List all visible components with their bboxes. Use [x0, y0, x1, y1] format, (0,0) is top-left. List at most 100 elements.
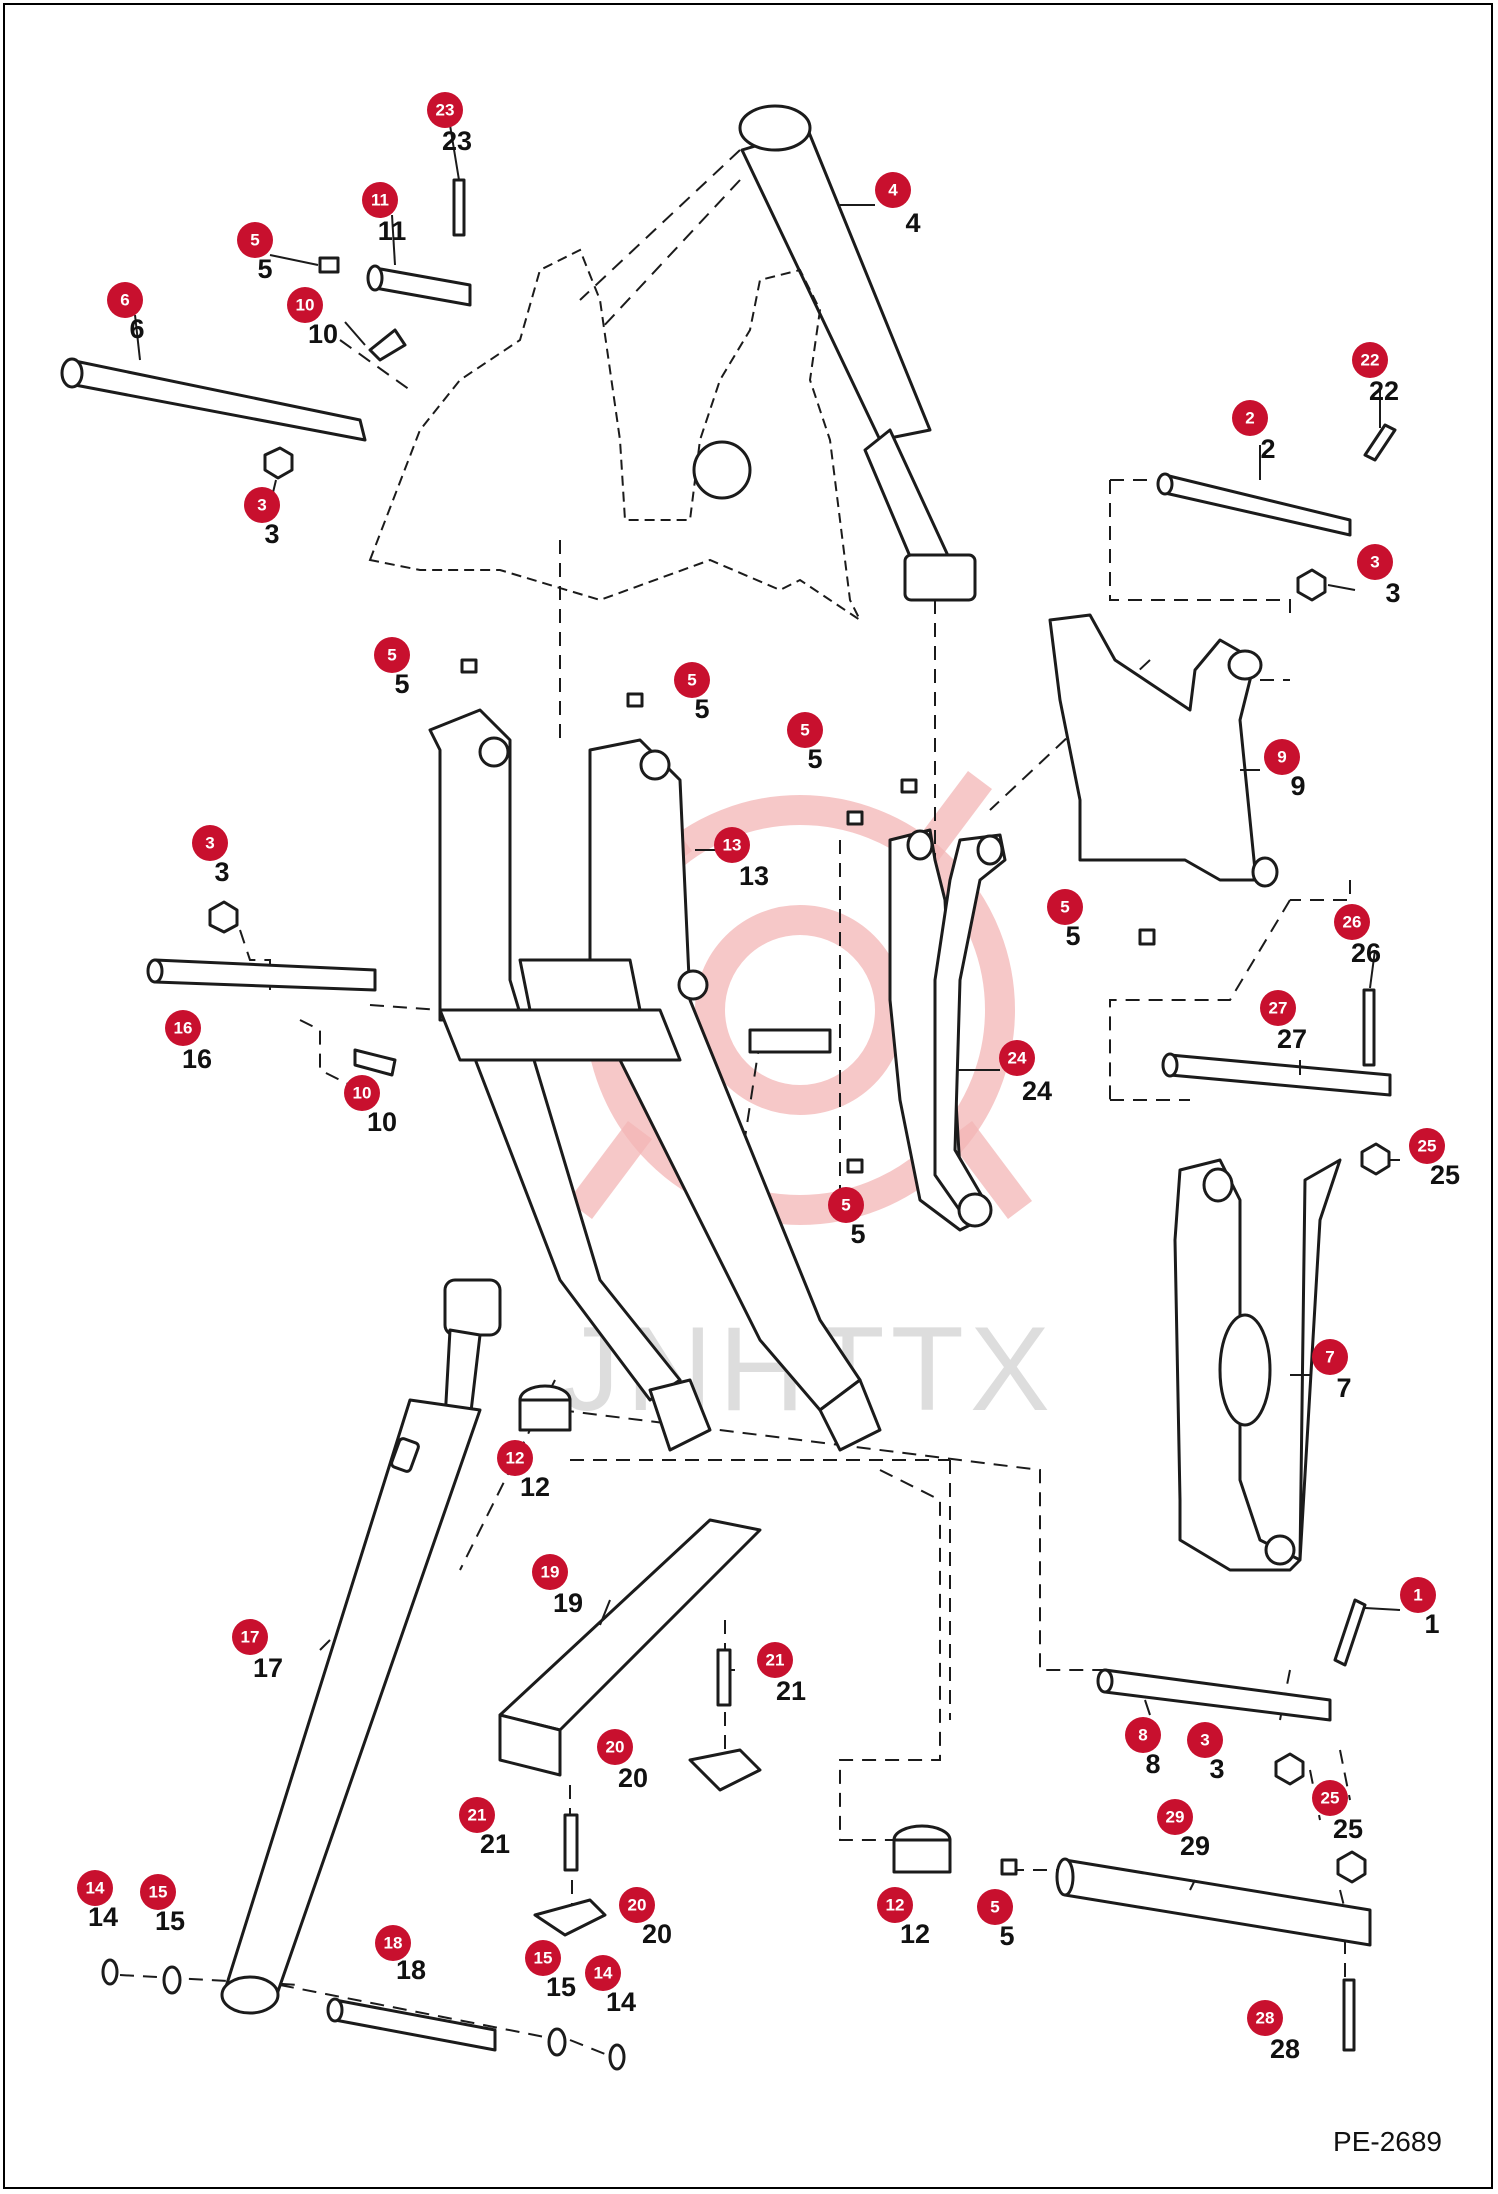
callout-badge-5: 5	[828, 1187, 864, 1223]
callout-badge-23: 23	[427, 92, 463, 128]
callout-number-18: 18	[396, 1955, 426, 1985]
callout-badge-5: 5	[787, 712, 823, 748]
callout-number-5: 5	[257, 254, 272, 284]
cylinder-part-4	[738, 104, 977, 602]
callout-number-28: 28	[1270, 2034, 1300, 2064]
callout-badge-label: 20	[628, 1896, 647, 1915]
grease-fitting-5b	[900, 778, 918, 794]
ring-part-14	[101, 1958, 119, 1986]
callout-badge-label: 16	[174, 1019, 193, 1038]
callout-badge-28: 28	[1247, 2000, 1283, 2036]
pin-part-11	[366, 264, 472, 307]
callout-badge-label: 20	[606, 1738, 625, 1757]
callout-badge-16: 16	[165, 1010, 201, 1046]
callout-number-10: 10	[308, 319, 338, 349]
callout-badge-20: 20	[619, 1887, 655, 1923]
callout-badge-5: 5	[374, 637, 410, 673]
callout-number-5: 5	[1065, 921, 1080, 951]
bolt-part-10b	[353, 1048, 397, 1077]
nut-part-3b	[1296, 568, 1327, 602]
callout-number-29: 29	[1180, 1831, 1210, 1861]
callout-badge-11: 11	[362, 182, 398, 218]
callout-badge-label: 15	[149, 1883, 168, 1902]
callout-badge-label: 3	[1200, 1731, 1209, 1750]
washer-part-15	[162, 1965, 182, 1995]
knob-part-20	[688, 1748, 762, 1792]
callout-badge-4: 4	[875, 172, 911, 208]
callout-badge-15: 15	[525, 1940, 561, 1976]
callout-number-21: 21	[480, 1829, 510, 1859]
pin-part-21b	[563, 1813, 579, 1872]
callout-number-3: 3	[1385, 578, 1400, 608]
nut-part-3d	[1274, 1752, 1305, 1786]
bolt-part-26	[1362, 988, 1376, 1067]
callout-badge-24: 24	[999, 1040, 1035, 1076]
callout-badge-13: 13	[714, 827, 750, 863]
pin-part-8	[1096, 1668, 1332, 1722]
cylinder-part-17	[220, 1278, 502, 2015]
callout-number-25: 25	[1430, 1160, 1460, 1190]
callout-badge-10: 10	[287, 287, 323, 323]
link-part-24	[888, 828, 1007, 1232]
callout-badge-5: 5	[674, 662, 710, 698]
callout-badge-5: 5	[1047, 889, 1083, 925]
callout-badge-21: 21	[757, 1642, 793, 1678]
callout-badge-label: 22	[1361, 351, 1380, 370]
callout-number-24: 24	[1022, 1076, 1052, 1106]
washer-part-15b	[547, 2027, 567, 2057]
callout-badge-label: 7	[1325, 1348, 1334, 1367]
callout-badge-label: 24	[1008, 1049, 1027, 1068]
callout-badge-29: 29	[1157, 1799, 1193, 1835]
callout-badge-21: 21	[459, 1797, 495, 1833]
callout-number-21: 21	[776, 1676, 806, 1706]
callout-number-17: 17	[253, 1653, 283, 1683]
callout-badge-label: 2	[1245, 409, 1254, 428]
callout-badge-2: 2	[1232, 400, 1268, 436]
callout-badge-label: 3	[205, 834, 214, 853]
callout-badge-25: 25	[1312, 1780, 1348, 1816]
leader-lines	[134, 124, 1401, 1891]
callout-number-10: 10	[367, 1107, 397, 1137]
callout-badge-label: 18	[384, 1934, 403, 1953]
grease-fitting-5d	[846, 1158, 864, 1174]
callout-badge-20: 20	[597, 1729, 633, 1765]
callout-badge-8: 8	[1125, 1717, 1161, 1753]
callout-badge-label: 21	[468, 1806, 487, 1825]
bolt-part-1	[1333, 1598, 1367, 1667]
knob-part-20b	[533, 1898, 607, 1937]
callout-number-14: 14	[606, 1987, 636, 2017]
callout-badge-label: 3	[1370, 553, 1379, 572]
pin-part-21	[716, 1648, 732, 1707]
callout-number-4: 4	[905, 208, 920, 238]
callout-badge-3: 3	[244, 487, 280, 523]
grease-fitting-5	[318, 256, 340, 274]
pin-part-29	[1055, 1857, 1372, 1947]
callout-badge-label: 5	[250, 231, 259, 250]
callout-badge-15: 15	[140, 1874, 176, 1910]
callout-badge-label: 29	[1166, 1808, 1185, 1827]
callout-badge-label: 5	[990, 1898, 999, 1917]
callout-badge-label: 25	[1418, 1137, 1437, 1156]
drawing-code: PE-2689	[1333, 2126, 1442, 2157]
callout-badge-label: 19	[541, 1563, 560, 1582]
callout-badge-label: 5	[841, 1196, 850, 1215]
callout-number-5: 5	[394, 669, 409, 699]
callout-number-27: 27	[1277, 1024, 1307, 1054]
nut-part-25b	[1336, 1850, 1367, 1884]
callout-badge-label: 6	[120, 291, 129, 310]
pin-part-2	[1156, 472, 1352, 537]
callout-badge-label: 28	[1256, 2009, 1275, 2028]
drawing-frame	[3, 3, 1493, 2189]
callout-number-25: 25	[1333, 1814, 1363, 1844]
callout-number-5: 5	[807, 744, 822, 774]
callout-number-5: 5	[999, 1921, 1014, 1951]
callout-badge-label: 12	[886, 1896, 905, 1915]
channel-part-19	[498, 1518, 762, 1777]
grease-fitting-5g	[1138, 928, 1156, 946]
nut-part-25	[1360, 1142, 1391, 1176]
callout-badge-1: 1	[1400, 1577, 1436, 1613]
callout-badge-label: 3	[257, 496, 266, 515]
callout-badge-label: 12	[506, 1449, 525, 1468]
